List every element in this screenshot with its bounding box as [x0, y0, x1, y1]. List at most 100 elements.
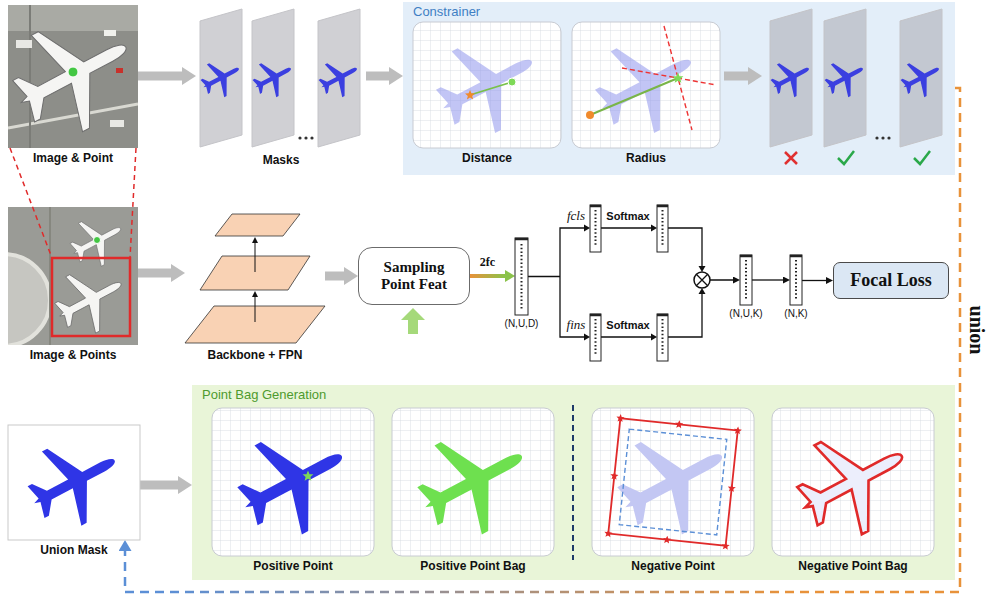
- radius-sketch: [622, 26, 716, 130]
- connector: [752, 279, 783, 280]
- fpn-pyramid: [215, 214, 300, 236]
- filtered-mask-tiles: [895, 9, 948, 147]
- annotation: fins: [567, 317, 586, 333]
- radius-sketch: [572, 20, 720, 149]
- negative-point-sketch: [604, 414, 742, 550]
- dimension-label: (N,K): [784, 308, 807, 319]
- input-arrow: [401, 308, 425, 334]
- radius-sketch: [590, 78, 678, 115]
- connector: [140, 481, 178, 490]
- negative-point-sketch: [675, 420, 684, 428]
- feature-vector: [657, 205, 668, 252]
- caption: Negative Point: [631, 559, 714, 573]
- mask-tiles: [298, 136, 301, 139]
- mask-tiles: [195, 9, 248, 147]
- feature-vector: [521, 244, 523, 310]
- feature-vector: [662, 210, 664, 247]
- distance-sketch: [508, 78, 516, 86]
- sub-panel: Positive Point Bag: [392, 408, 554, 556]
- box-label: Focal Loss: [850, 270, 932, 291]
- caption: Backbone + FPN: [207, 348, 302, 362]
- fpn-pyramid: [252, 237, 258, 243]
- connector: [138, 72, 182, 81]
- positive-point-sketch: [222, 412, 366, 552]
- generation-panel: Point Bag GenerationPositive PointPositi…: [192, 385, 955, 580]
- negative-bag-sketch: [772, 408, 934, 556]
- arrow-head: [699, 266, 706, 272]
- distance-sketch: [465, 90, 475, 99]
- positive-point-sketch: [212, 408, 374, 556]
- negative-point-sketch: [721, 541, 730, 549]
- aerial-photo: [45, 255, 136, 344]
- flow-arrow: [724, 67, 762, 85]
- filtered-mask-tiles: [819, 9, 872, 147]
- caption: Masks: [263, 153, 300, 167]
- negative-point-sketch: [733, 426, 742, 434]
- arrow-head: [584, 225, 706, 341]
- filtered-mask-tiles: [765, 9, 948, 164]
- connector: [528, 228, 733, 337]
- negative-point-sketch: [727, 484, 736, 492]
- filtered-mask-tiles: [881, 136, 884, 139]
- negative-point-sketch: [610, 471, 619, 479]
- negative-point-sketch: [602, 412, 746, 552]
- product-symbol: [694, 272, 710, 288]
- aerial-photo: [49, 207, 51, 345]
- caption: Negative Point Bag: [798, 559, 907, 573]
- filtered-mask-tiles: [765, 9, 818, 147]
- negative-point-sketch: [608, 418, 737, 546]
- connector: [325, 272, 344, 281]
- constrainer-panel-ground: [403, 2, 955, 175]
- mask-stack: Masks: [196, 5, 366, 150]
- aerial-photo: [94, 237, 101, 244]
- negative-bag-sketch: [772, 408, 934, 556]
- negative-point-sketch: [592, 408, 754, 556]
- negative-point-sketch: [604, 529, 613, 537]
- positive-point-sketch: [212, 408, 374, 556]
- connector: [366, 72, 389, 81]
- filtered-mask-tiles: [887, 136, 890, 139]
- aerial-photo: [68, 67, 78, 77]
- positive-bag-sketch: [392, 408, 554, 556]
- flow-arrow: [724, 72, 748, 81]
- aerial-photo: [52, 258, 130, 336]
- feature-vector: [795, 260, 797, 300]
- negative-bag-sketch: [772, 408, 934, 556]
- annotation: Softmax: [606, 210, 649, 222]
- arrow-head: [584, 225, 590, 232]
- sub-panel: Negative Point: [592, 408, 754, 556]
- fpn-pyramid: [252, 291, 258, 297]
- connector: [138, 269, 171, 278]
- union-mask-picture: [8, 423, 140, 540]
- filtered-mask-tiles: [785, 152, 797, 164]
- dimension-label: (N,U,D): [505, 318, 539, 329]
- constrainer-panel-ground: [403, 2, 955, 175]
- union-mask-picture: [15, 423, 135, 540]
- image-tile: Image & Point: [8, 5, 138, 148]
- feature-vector: [590, 314, 601, 361]
- aerial-photo: [116, 68, 123, 73]
- feature-vector: [590, 314, 601, 317]
- distance-sketch: [470, 82, 512, 95]
- edge-label: union: [965, 306, 988, 355]
- feature-vector: [790, 255, 802, 305]
- arrow-head: [651, 225, 657, 232]
- image-tile: Image & Points: [8, 207, 138, 345]
- mask-tiles: [247, 9, 300, 147]
- caption: Union Mask: [40, 543, 107, 557]
- radius-sketch: [673, 73, 684, 83]
- fpn-stack: Backbone + FPN: [185, 210, 325, 345]
- aerial-photo: [8, 5, 138, 148]
- aerial-photo: [110, 120, 124, 127]
- filtered-mask-tiles: [838, 151, 854, 164]
- feature-vector: (N,U,K): [740, 255, 752, 305]
- filtered-mask-tiles: [914, 151, 930, 164]
- caption: Positive Point Bag: [420, 559, 525, 573]
- aerial-photo: [8, 207, 138, 345]
- connector: [802, 280, 826, 281]
- connector: [470, 274, 505, 278]
- mask-tiles: [313, 9, 366, 147]
